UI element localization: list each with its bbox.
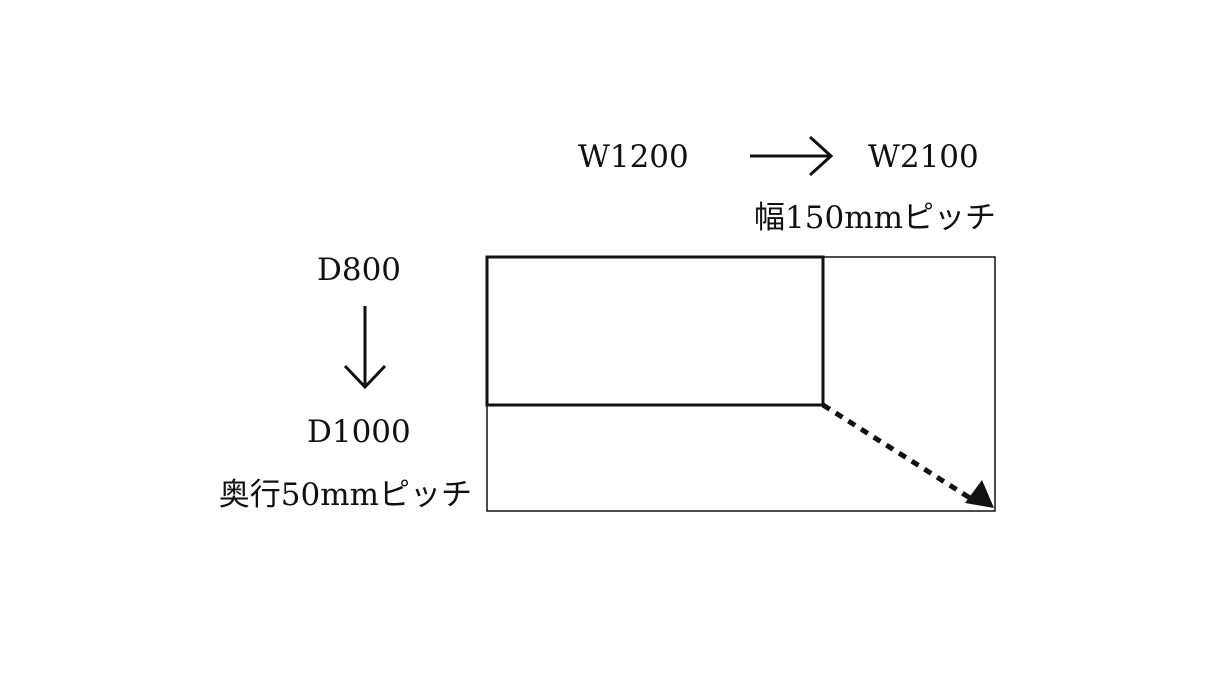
depth-from-label: D800: [317, 252, 402, 288]
width-pitch-label: 幅150mmピッチ: [754, 200, 996, 236]
down-arrow-icon: [343, 306, 387, 390]
width-to-label: W2100: [868, 139, 979, 175]
depth-pitch-label: 奥行50mmピッチ: [218, 477, 472, 513]
min-size-rectangle: [485, 255, 825, 407]
depth-to-label: D1000: [307, 414, 411, 450]
width-from-label: W1200: [578, 139, 689, 175]
right-arrow-icon: [750, 135, 834, 177]
diagonal-dotted-arrow-icon: [821, 402, 994, 508]
max-size-rectangle: [486, 256, 996, 512]
